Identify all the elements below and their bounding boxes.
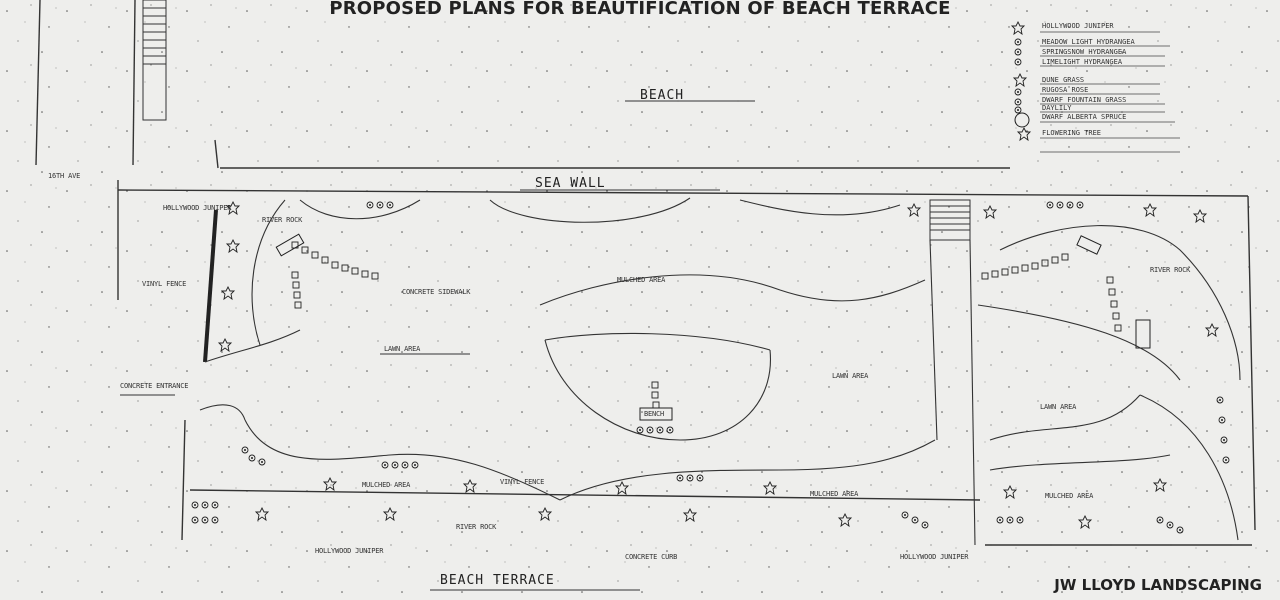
planting-bed-outlines xyxy=(199,197,1241,541)
legend-symbols xyxy=(1011,21,1031,141)
label-concrete-entrance: CONCRETE ENTRANCE xyxy=(120,382,189,390)
boundary-lines xyxy=(35,0,1256,546)
legend-item-0: HOLLYWOOD JUNIPER xyxy=(1042,22,1114,30)
label-underlines xyxy=(120,100,755,591)
legend-item-6: DWARF FOUNTAIN GRASS xyxy=(1042,96,1127,104)
bench-left xyxy=(275,233,305,257)
legend-item-3: LIMELIGHT HYDRANGEA xyxy=(1042,58,1123,66)
legend-item-8: DWARF ALBERTA SPRUCE xyxy=(1042,113,1127,121)
legend-item-7: DAYLILY xyxy=(1042,104,1072,112)
label-street: 16TH AVE xyxy=(48,172,81,180)
bench-right xyxy=(1135,319,1151,349)
label-concrete-sidewalk: CONCRETE SIDEWALK xyxy=(402,288,471,296)
label-bench: BENCH xyxy=(644,410,665,418)
label-mulched-area-right: MULCHED AREA xyxy=(1045,492,1094,500)
label-lawn-area-left: LAWN AREA xyxy=(384,345,421,353)
label-lawn-area-center: LAWN AREA xyxy=(832,372,869,380)
label-vinyl-fence-bottom: VINYL FENCE xyxy=(500,478,545,486)
label-river-rock-left: RIVER ROCK xyxy=(262,216,303,224)
bench-center xyxy=(639,407,673,421)
label-river-rock-right: RIVER ROCK xyxy=(1150,266,1191,274)
label-vinyl-fence-left: VINYL FENCE xyxy=(142,280,187,288)
legend-item-2: SPRINGSNOW HYDRANGEA xyxy=(1042,48,1127,56)
label-river-rock-bottom: RIVER ROCK xyxy=(456,523,497,531)
label-hollywood-juniper-right: HOLLYWOOD JUNIPER xyxy=(900,553,969,561)
vinyl-fence xyxy=(203,209,218,363)
label-mulched-area-top: MULCHED AREA xyxy=(617,276,666,284)
label-hollywood-juniper-left: HOLLYWOOD JUNIPER xyxy=(163,204,232,212)
label-lawn-area-right: LAWN AREA xyxy=(1040,403,1077,411)
label-hollywood-juniper-bottom: HOLLYWOOD JUNIPER xyxy=(315,547,384,555)
label-sea-wall: SEA WALL xyxy=(535,176,606,191)
company-name: JW LLOYD LANDSCAPING xyxy=(1054,576,1262,594)
bench-right-top xyxy=(1076,235,1102,255)
label-mulched-area-mid: MULCHED AREA xyxy=(810,490,859,498)
label-concrete-curb: CONCRETE CURB xyxy=(625,553,678,561)
legend-item-1: MEADOW LIGHT HYDRANGEA xyxy=(1042,38,1135,46)
legend-item-9: FLOWERING TREE xyxy=(1042,129,1102,137)
label-beach-terrace: BEACH TERRACE xyxy=(440,573,555,588)
legend-lines xyxy=(1040,31,1180,153)
walkway xyxy=(929,239,976,546)
stairs-sea-wall xyxy=(929,199,971,241)
legend-item-4: DUNE GRASS xyxy=(1042,76,1085,84)
label-mulched-area-bottom: MULCHED AREA xyxy=(362,481,411,489)
stairs-top-left xyxy=(142,0,167,121)
label-beach: BEACH xyxy=(640,88,685,103)
legend-item-5: RUGOSA ROSE xyxy=(1042,86,1089,94)
page-title: PROPOSED PLANS FOR BEAUTIFICATION OF BEA… xyxy=(329,0,951,19)
